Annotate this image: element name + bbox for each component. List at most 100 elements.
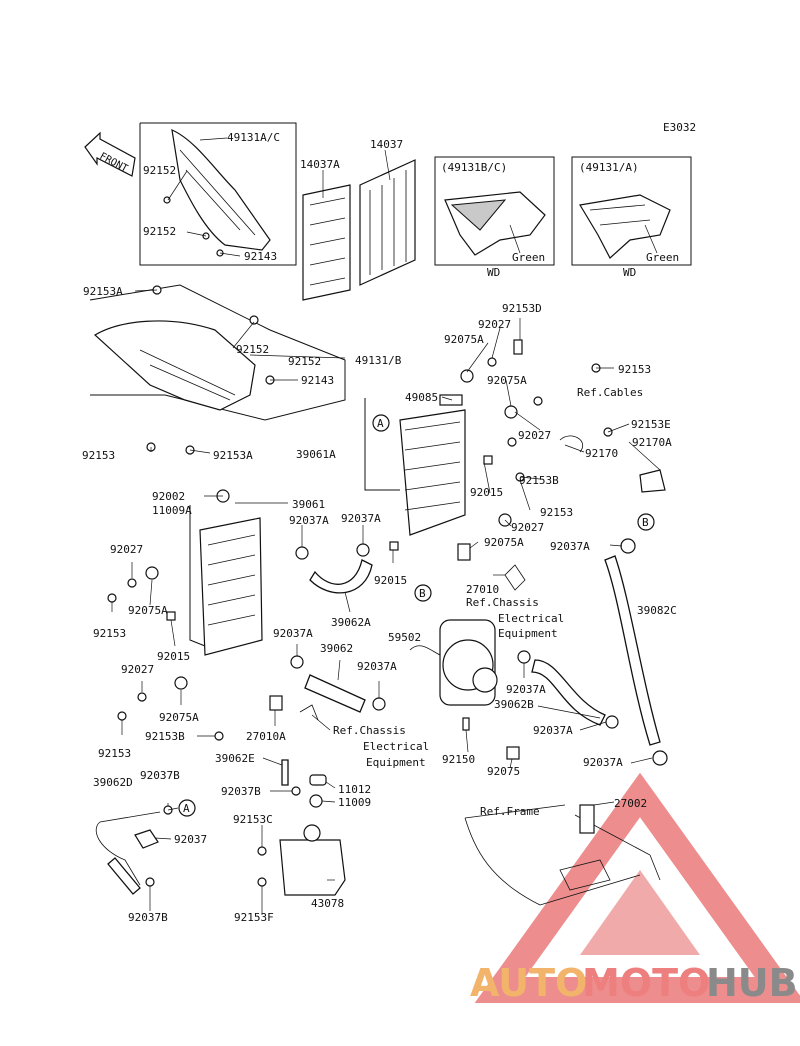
label-92153a-top: 92153A	[83, 285, 123, 298]
label-92170: 92170	[585, 447, 618, 460]
label-92037a-3: 92037A	[550, 540, 590, 553]
label-92152-d: 92152	[288, 355, 321, 368]
shroud-49131b	[89, 284, 346, 455]
label-92027-l: 92027	[110, 543, 143, 556]
label-92152-b: 92152	[143, 225, 176, 238]
label-92153-r1: 92153	[618, 363, 651, 376]
label-circle-a-1: A	[377, 417, 384, 430]
label-92037a-8: 92037A	[583, 756, 623, 769]
label-43078: 43078	[311, 897, 344, 910]
label-92170a: 92170A	[632, 436, 672, 449]
watermark-hub: HUB	[706, 961, 798, 1005]
label-92037a-1: 92037A	[289, 514, 329, 527]
label-92153a-bot: 92153A	[213, 449, 253, 462]
hoses	[281, 538, 668, 796]
label-92015-l: 92015	[157, 650, 190, 663]
label-39062b: 39062B	[494, 698, 534, 711]
label-92153b-r: 92153B	[519, 474, 559, 487]
label-92027-top: 92027	[478, 318, 511, 331]
label-92153e: 92153E	[631, 418, 671, 431]
label-ref-chassis-1: Ref.Chassis	[466, 596, 539, 609]
label-11012: 11012	[338, 783, 371, 796]
part-labels: E3032 49131A/C 14037A 14037 (49131B/C) (…	[82, 121, 696, 924]
label-ref-cables: Ref.Cables	[577, 386, 643, 399]
label-39062d: 39062D	[93, 776, 133, 789]
label-92150: 92150	[442, 753, 475, 766]
radiator-39061	[107, 489, 263, 741]
label-circle-b-1: B	[642, 516, 649, 529]
label-electrical-1: Electrical	[498, 612, 564, 625]
label-92153d: 92153D	[502, 302, 542, 315]
label-92037a-4: 92037A	[273, 627, 313, 640]
label-49085: 49085	[405, 391, 438, 404]
label-92152-a: 92152	[143, 164, 176, 177]
label-92152-c: 92152	[236, 343, 269, 356]
label-92037b-3: 92037B	[128, 911, 168, 924]
label-39061a: 39061A	[296, 448, 336, 461]
label-92153-left: 92153	[82, 449, 115, 462]
label-14037a: 14037A	[300, 158, 340, 171]
label-92075: 92075	[487, 765, 520, 778]
label-electrical-2: Electrical	[363, 740, 429, 753]
watermark-moto: MOTO	[582, 961, 710, 1005]
label-14037: 14037	[370, 138, 403, 151]
label-92143-a: 92143	[244, 250, 277, 263]
label-92015-c: 92015	[374, 574, 407, 587]
label-green-2: Green	[646, 251, 679, 264]
watermark-triangle	[474, 772, 800, 1003]
radiator-39061a	[364, 339, 666, 536]
label-92037a-7: 92037A	[533, 724, 573, 737]
shroud-box-49131bc	[434, 156, 555, 266]
label-92027-r: 92027	[518, 429, 551, 442]
label-wd-1: WD	[487, 266, 500, 279]
label-equipment-2: Equipment	[366, 756, 426, 769]
label-ref-chassis-2: Ref.Chassis	[333, 724, 406, 737]
label-11009a: 11009A	[152, 504, 192, 517]
label-92037a-5: 92037A	[357, 660, 397, 673]
label-59502: 59502	[388, 631, 421, 644]
label-92153-l2: 92153	[98, 747, 131, 760]
frame-section	[464, 804, 661, 906]
label-49131b: 49131/B	[355, 354, 402, 367]
label-92153-l1: 92153	[93, 627, 126, 640]
label-39082c: 39082C	[637, 604, 677, 617]
reserve-tank-43078	[257, 774, 346, 896]
label-circle-b-2: B	[419, 587, 426, 600]
label-92075a-4: 92075A	[128, 604, 168, 617]
label-92037b-1: 92037B	[140, 769, 180, 782]
front-arrow-icon: FRONT	[84, 131, 136, 177]
label-92027-l2: 92027	[121, 663, 154, 676]
label-92037b-2: 92037B	[221, 785, 261, 798]
label-92037a-6: 92037A	[506, 683, 546, 696]
label-27010: 27010	[466, 583, 499, 596]
label-92153c: 92153C	[233, 813, 273, 826]
label-11009: 11009	[338, 796, 371, 809]
thermo-switches	[269, 543, 526, 721]
label-92015-r: 92015	[470, 486, 503, 499]
label-92153f: 92153F	[234, 911, 274, 924]
label-92075a-3: 92075A	[484, 536, 524, 549]
label-92143-b: 92143	[301, 374, 334, 387]
label-49131a-box: (49131/A)	[579, 161, 639, 174]
label-39062e: 39062E	[215, 752, 255, 765]
label-49131ac: 49131A/C	[227, 131, 280, 144]
leader-lines	[111, 137, 661, 915]
label-green-1: Green	[512, 251, 545, 264]
watermark-logo: AUTO MOTO HUB	[470, 961, 798, 1005]
label-92037a-2: 92037A	[341, 512, 381, 525]
label-ref-frame: Ref.Frame	[480, 805, 540, 818]
label-92075a-5: 92075A	[159, 711, 199, 724]
shroud-box-49131a	[571, 156, 692, 266]
diagram-code: E3032	[663, 121, 696, 134]
label-92037: 92037	[174, 833, 207, 846]
label-circle-a-2: A	[183, 802, 190, 815]
label-equipment-1: Equipment	[498, 627, 558, 640]
label-92075a-1: 92075A	[444, 333, 484, 346]
label-27002: 27002	[614, 797, 647, 810]
label-92002: 92002	[152, 490, 185, 503]
label-92153b-l: 92153B	[145, 730, 185, 743]
label-92027-r2: 92027	[511, 521, 544, 534]
shroud-box-49131ac	[139, 122, 297, 266]
